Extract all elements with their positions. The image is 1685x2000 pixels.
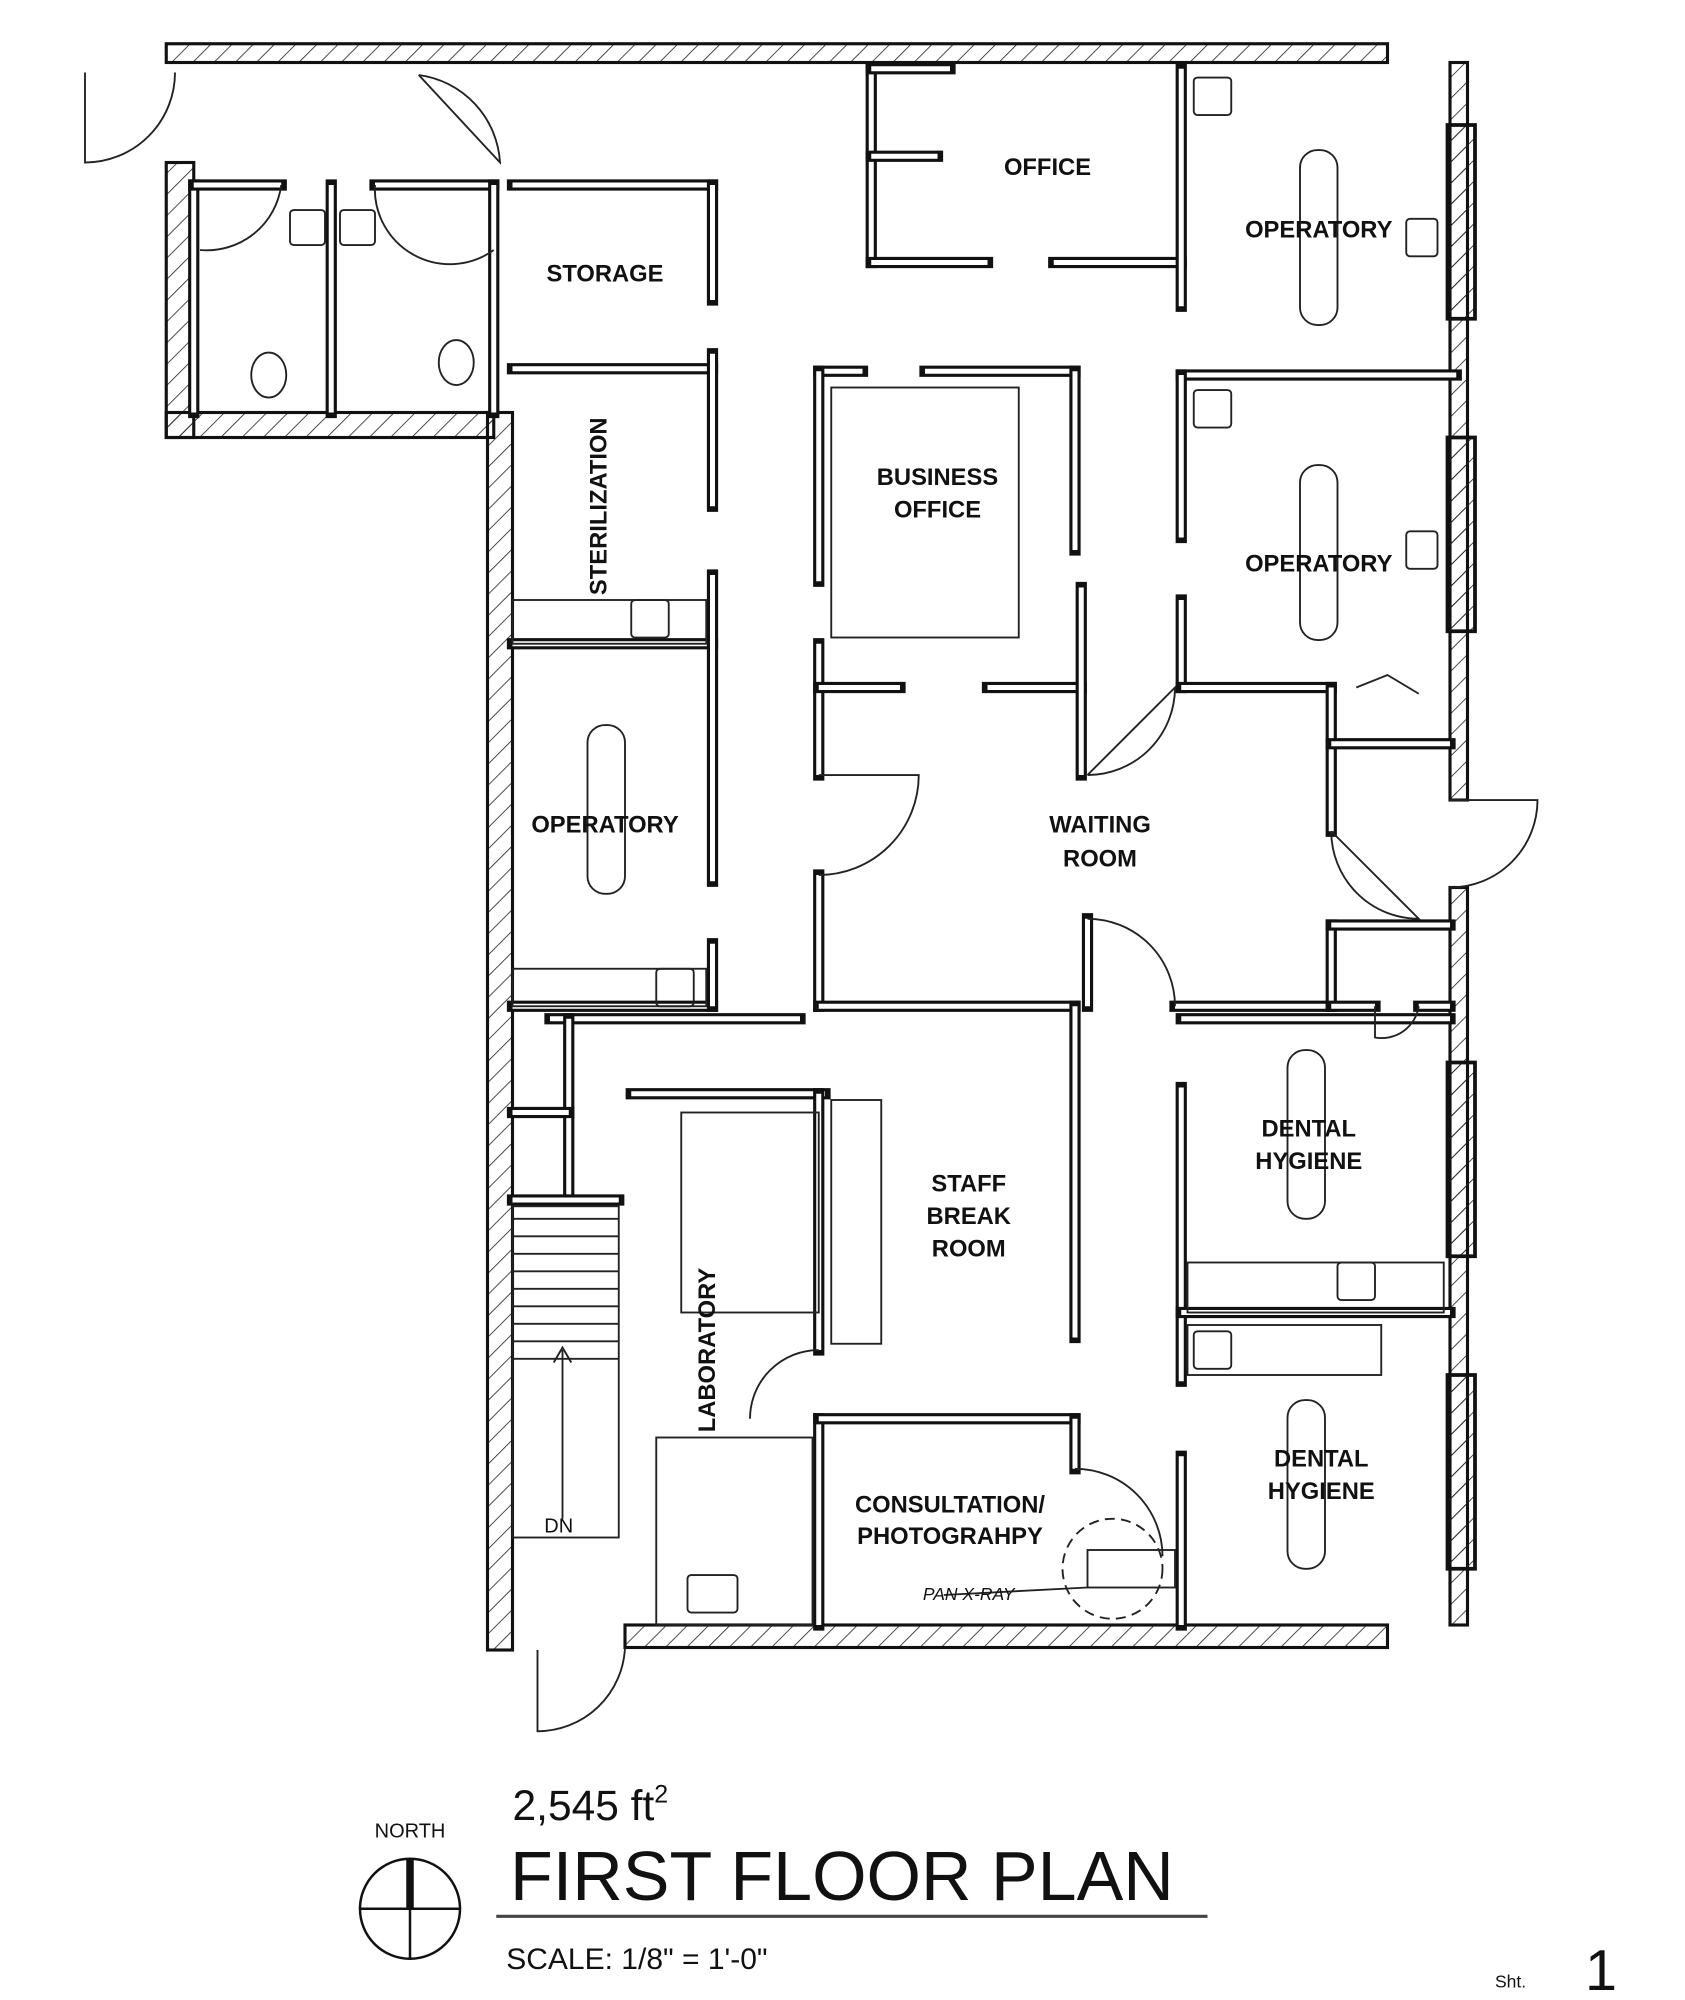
- pan-xray-note: PAN X-RAY: [923, 1584, 1016, 1604]
- dental-chair-icon: [1286, 1399, 1326, 1570]
- door-swing: [199, 184, 283, 252]
- door-swing: [1330, 830, 1422, 920]
- room-label-staff: STAFF: [931, 1170, 1006, 1197]
- sink-icon: [1336, 1261, 1376, 1301]
- leader-line: [943, 1586, 1088, 1596]
- stair-down-label: DN: [544, 1516, 573, 1538]
- stair: [511, 1205, 620, 1539]
- door-swing: [1449, 799, 1539, 889]
- sink-icon: [1192, 1330, 1233, 1370]
- room-label-dental: DENTAL: [1274, 1445, 1369, 1472]
- sink-icon: [686, 1574, 739, 1614]
- room-label-room: ROOM: [932, 1235, 1006, 1262]
- counter: [1186, 1261, 1445, 1314]
- window: [1445, 123, 1477, 321]
- sink-icon: [1192, 389, 1233, 429]
- xray-clearance: [1061, 1517, 1164, 1620]
- exterior-wall: [623, 1623, 1390, 1650]
- counter: [830, 1099, 883, 1345]
- north-arrow-icon: [358, 1857, 462, 1960]
- room-label-office: OFFICE: [1004, 154, 1091, 181]
- stair-arrow-head-icon: [552, 1345, 573, 1363]
- counter: [1186, 1324, 1383, 1376]
- fixtures: [250, 76, 1445, 1626]
- room-label-dental: DENTAL: [1261, 1115, 1356, 1142]
- door-swing: [84, 72, 176, 164]
- door-swing: [536, 1647, 626, 1733]
- exterior-wall: [485, 410, 515, 1652]
- counter: [830, 386, 1020, 639]
- room-label-photography: PHOTOGRAHPY: [857, 1523, 1043, 1550]
- sink-icon: [1405, 217, 1439, 258]
- door-swing: [749, 1349, 819, 1419]
- dental-chair-icon: [1299, 464, 1339, 641]
- toilet-icon: [437, 339, 475, 386]
- door-swing: [1087, 917, 1176, 1007]
- counter: [680, 1111, 820, 1314]
- toilet-icon: [250, 351, 288, 399]
- door-swing: [818, 774, 920, 876]
- dental-chair-icon: [1299, 149, 1339, 326]
- sink-icon: [1192, 76, 1233, 116]
- window: [1445, 1060, 1477, 1259]
- room-label-break: BREAK: [927, 1203, 1011, 1230]
- room-label-consultation: CONSULTATION/: [855, 1492, 1045, 1519]
- counter: [511, 599, 708, 645]
- door-swing: [1355, 673, 1420, 695]
- room-label-business: BUSINESS: [877, 464, 998, 491]
- room-label-sterilization: STERILIZATION: [585, 417, 612, 595]
- counter: [1086, 1549, 1176, 1589]
- sheet-number: 1: [1585, 1939, 1617, 2000]
- sheet-title: FIRST FLOOR PLAN: [510, 1837, 1174, 1915]
- room-label-operatory: OPERATORY: [1245, 217, 1393, 244]
- sheet-label: Sht.: [1495, 1972, 1526, 1992]
- counter: [655, 1436, 814, 1626]
- sink-icon: [630, 599, 670, 639]
- room-label-operatory: OPERATORY: [531, 812, 679, 839]
- sink-icon: [1405, 530, 1439, 570]
- room-label-operatory: OPERATORY: [1245, 550, 1393, 577]
- door-swing: [1086, 685, 1176, 776]
- door-swing: [1074, 1467, 1164, 1557]
- door-swing: [418, 74, 502, 166]
- area-text: 2,545 ft2: [513, 1781, 669, 1831]
- room-label-business-office: OFFICE: [894, 497, 981, 524]
- dental-chair-icon: [586, 724, 626, 895]
- room-label-laboratory: LABORATORY: [694, 1268, 721, 1433]
- window: [1445, 1373, 1477, 1571]
- room-label-waiting: WAITING: [1049, 812, 1151, 839]
- sink-icon: [289, 209, 326, 246]
- counter: [511, 967, 708, 1008]
- interior-walls: [188, 63, 1462, 1631]
- door-swing: [1374, 1006, 1420, 1039]
- room-label-hygiene: HYGIENE: [1268, 1478, 1375, 1505]
- sink-icon: [339, 209, 376, 246]
- doors: [84, 72, 1539, 1733]
- room-label-waiting-room: ROOM: [1063, 845, 1137, 872]
- exterior-wall: [164, 42, 1390, 65]
- room-label-hygiene: HYGIENE: [1255, 1148, 1362, 1175]
- north-label: NORTH: [375, 1821, 446, 1843]
- scale-text: SCALE: 1/8" = 1'-0": [506, 1943, 767, 1976]
- dental-chair-icon: [1286, 1049, 1326, 1220]
- room-label-storage: STORAGE: [546, 260, 663, 287]
- window: [1445, 435, 1477, 634]
- exterior-walls: [164, 42, 1477, 1652]
- door-swing: [374, 184, 495, 266]
